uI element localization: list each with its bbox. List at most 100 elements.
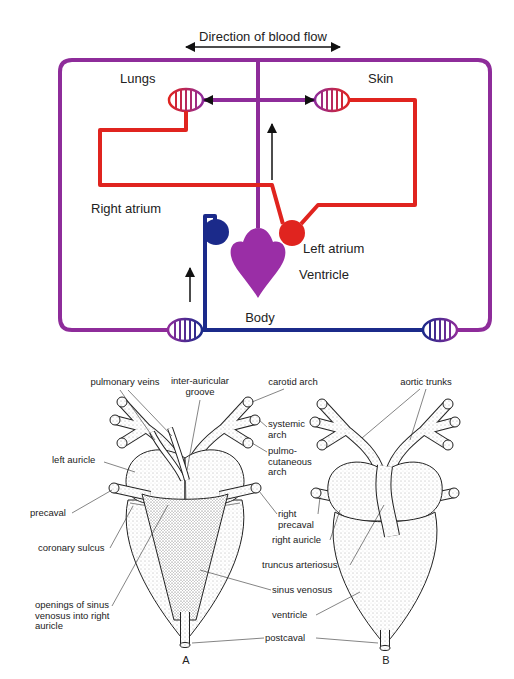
leader-line <box>259 420 267 427</box>
systemic-vessel <box>60 60 490 330</box>
capillary-lines <box>175 320 195 341</box>
flow-arrow <box>186 46 262 48</box>
vessel-end <box>117 438 127 448</box>
vessel-end <box>380 646 390 651</box>
capillary-bed <box>423 319 457 341</box>
capillary-lines <box>430 320 450 341</box>
truncus-drawing <box>383 466 392 536</box>
leader-line <box>316 592 360 615</box>
leader-line <box>192 638 264 643</box>
part-label: carotid arch <box>262 377 324 388</box>
vessel-end <box>450 417 460 427</box>
part-label: precaval <box>30 508 80 519</box>
atrium-circle <box>279 220 305 246</box>
capillary-bed <box>315 89 349 111</box>
atrium-circle <box>203 219 229 245</box>
vessel-end <box>110 415 120 425</box>
flow-arrow <box>262 46 340 48</box>
ventricle-shape: Ventricle <box>229 224 287 298</box>
postcaval-vein <box>181 612 189 645</box>
capillary-lines <box>322 90 342 111</box>
part-label: systemic arch <box>268 419 310 440</box>
leader-line <box>252 389 284 402</box>
leader-lines <box>72 389 426 643</box>
vessel-end <box>250 415 260 425</box>
capillary-bed <box>423 319 457 341</box>
capillary-bed <box>169 89 203 111</box>
diagram-label: Body <box>238 311 282 326</box>
leader-line <box>318 497 320 514</box>
vessel-end <box>311 488 321 498</box>
vessel-end <box>317 440 327 450</box>
leader-line <box>362 389 420 438</box>
leader-line <box>72 490 112 513</box>
node-label: Skin <box>368 72 393 86</box>
leader-line <box>259 491 277 514</box>
arch-fill <box>315 404 455 472</box>
part-label: inter-auricular groove <box>168 376 232 397</box>
atrium-circle: Right atrium <box>203 219 229 245</box>
vessel-end <box>449 488 459 498</box>
pulmonary-vein <box>170 428 187 480</box>
vessel-end <box>310 417 320 427</box>
leader-line <box>410 389 426 440</box>
part-label: right auricle <box>272 535 342 546</box>
heart-ventral-view <box>310 399 460 651</box>
atrium-circle <box>203 219 229 245</box>
part-label: right precaval <box>278 509 318 530</box>
leader-line <box>330 510 340 540</box>
leader-line <box>200 570 271 590</box>
part-label: pulmo- cutaneous arch <box>268 446 314 478</box>
capillary-bed <box>168 89 204 111</box>
part-label: left auricle <box>52 455 114 466</box>
flow-arrow <box>189 268 191 302</box>
pulmonary-vein <box>170 428 187 480</box>
part-label: A <box>178 654 194 666</box>
part-label: postcaval <box>265 633 320 644</box>
vessel-end <box>109 483 119 493</box>
leader-line <box>316 638 378 643</box>
vessel-end <box>117 397 127 407</box>
postcaval-vein <box>180 612 190 645</box>
arch-outline <box>315 404 455 472</box>
part-label: coronary sulcus <box>38 543 123 554</box>
ventricle-shape <box>229 224 287 298</box>
systemic-vessel <box>256 60 260 102</box>
blood-vessel <box>204 100 258 228</box>
leader-line <box>110 506 133 548</box>
node-label: Right atrium <box>91 202 161 216</box>
leader-line <box>104 462 135 472</box>
part-label: openings of sinus venosus into right aur… <box>35 600 115 632</box>
vessel-end <box>180 643 190 648</box>
part-label: pulmonary veins <box>85 377 165 388</box>
capillary-bed <box>315 89 349 111</box>
vessel-end <box>243 397 253 407</box>
leader-line <box>350 505 384 565</box>
truncus-drawing <box>383 466 392 536</box>
part-label: aortic trunks <box>390 377 462 388</box>
vessel-end <box>443 440 453 450</box>
atrium-circle: Left atrium <box>279 220 305 246</box>
part-label: ventricle <box>272 610 322 621</box>
part-label: sinus venosus <box>272 585 347 596</box>
vessel-end <box>443 399 453 409</box>
leader-line <box>252 443 267 452</box>
vessel-end <box>243 438 253 448</box>
node-label: Lungs <box>120 72 155 86</box>
capillary-bed <box>314 89 350 111</box>
capillary-bed: Lungs <box>168 89 204 111</box>
flow-arrow <box>271 124 273 180</box>
capillary-bed <box>168 319 202 341</box>
vessel-end <box>317 399 327 409</box>
ventricle-shape <box>231 228 286 298</box>
capillary-bed <box>169 89 203 111</box>
node-label: Left atrium <box>303 242 364 256</box>
blood-vessel <box>301 100 415 224</box>
leader-line <box>120 390 155 440</box>
blood-vessel <box>258 100 314 228</box>
diagram-label: Direction of blood flow <box>178 30 348 45</box>
node-label: Ventricle <box>299 268 349 282</box>
capillary-bed <box>168 319 202 341</box>
sinus-venosus-drawing <box>142 494 228 620</box>
